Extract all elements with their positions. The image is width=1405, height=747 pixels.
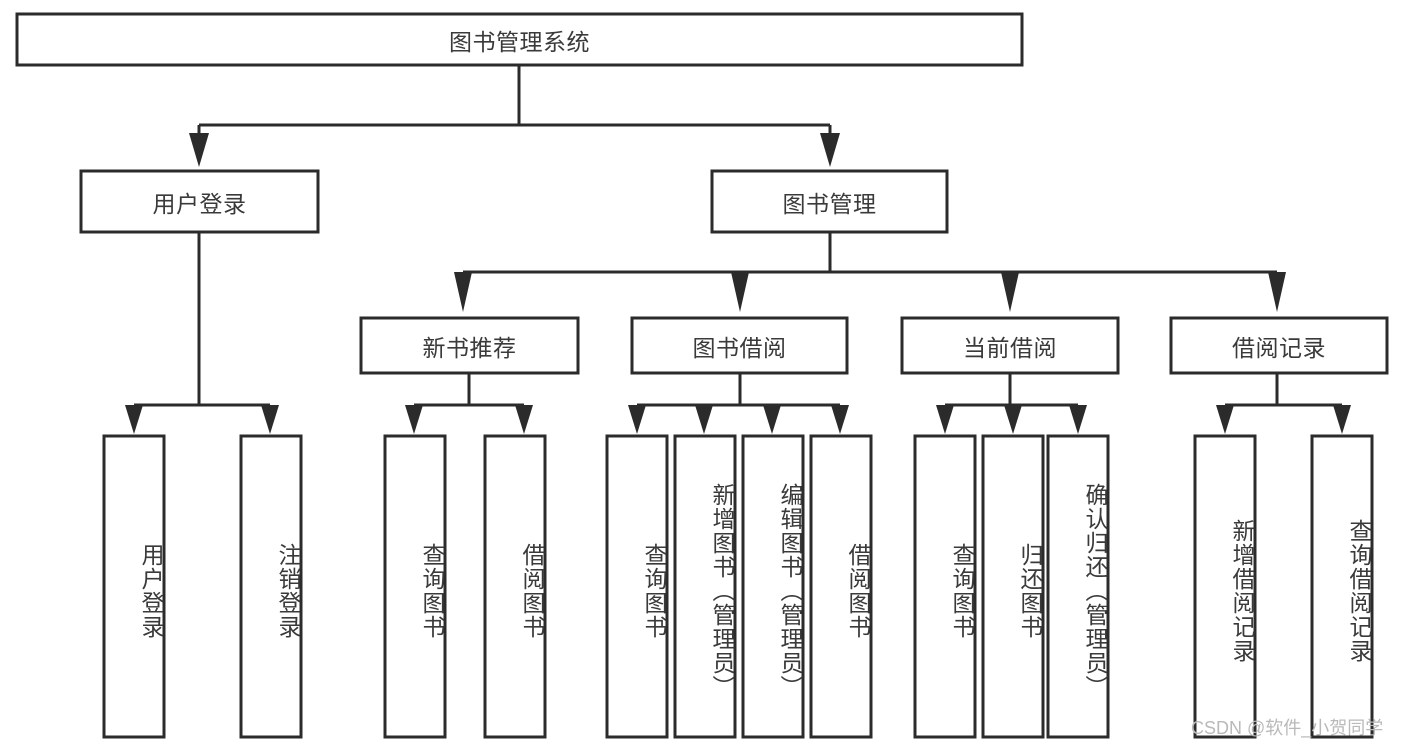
arrowhead-to-book-manage [820,133,840,167]
node-box-leaf-records-2[interactable] [1310,434,1374,739]
node-box-leaf-borrow-1[interactable] [605,434,669,739]
node-box-leaf-new-book-1[interactable] [383,434,447,739]
node-box-leaf-current-2[interactable] [981,434,1045,739]
arrowhead-records-leaf-2 [1333,405,1351,434]
node-box-current[interactable] [900,316,1120,375]
arrowhead-to-borrow [731,272,749,312]
node-box-leaf-current-3[interactable] [1046,434,1110,739]
arrowhead-to-current [1001,272,1019,312]
connector-group-borrow [628,374,849,434]
node-box-new-book[interactable] [359,316,580,375]
connector-group-user-login [125,233,279,434]
node-box-root[interactable] [15,12,1024,67]
connector-group-new-book [405,374,533,434]
arrowhead-borrow-leaf-1 [628,405,646,434]
arrowhead-newbook-leaf-1 [405,405,423,434]
arrowhead-current-leaf-3 [1069,405,1087,434]
connector-group-current [936,374,1087,434]
arrowhead-user-login-leaf-2 [261,405,279,434]
connector-group-records [1216,374,1351,434]
node-box-leaf-user-login-1[interactable] [102,434,166,739]
node-box-leaf-new-book-2[interactable] [483,434,547,739]
arrowhead-current-leaf-2 [1004,405,1022,434]
node-box-borrow[interactable] [630,316,849,375]
arrowhead-borrow-leaf-4 [831,405,849,434]
arrowhead-borrow-leaf-2 [695,405,713,434]
node-box-records[interactable] [1169,316,1389,375]
arrowhead-current-leaf-1 [936,405,954,434]
node-box-leaf-current-1[interactable] [913,434,977,739]
node-box-leaf-borrow-4[interactable] [809,434,873,739]
node-box-leaf-records-1[interactable] [1193,434,1257,739]
arrowhead-to-new-book [454,272,472,312]
arrowhead-user-login-leaf-1 [125,405,143,434]
arrowhead-borrow-leaf-3 [763,405,781,434]
node-box-user-login[interactable] [79,169,320,234]
node-box-leaf-borrow-2[interactable] [673,434,737,739]
arrowhead-newbook-leaf-2 [515,405,533,434]
node-box-book-manage[interactable] [710,169,949,234]
arrowhead-to-records [1268,272,1286,312]
connector-group-book-manage [454,233,1286,312]
node-box-leaf-borrow-3[interactable] [741,434,805,739]
node-box-leaf-user-login-2[interactable] [239,434,303,739]
arrowhead-records-leaf-1 [1216,405,1234,434]
arrowhead-to-user-login [189,133,209,167]
connector-group-root [189,66,840,167]
